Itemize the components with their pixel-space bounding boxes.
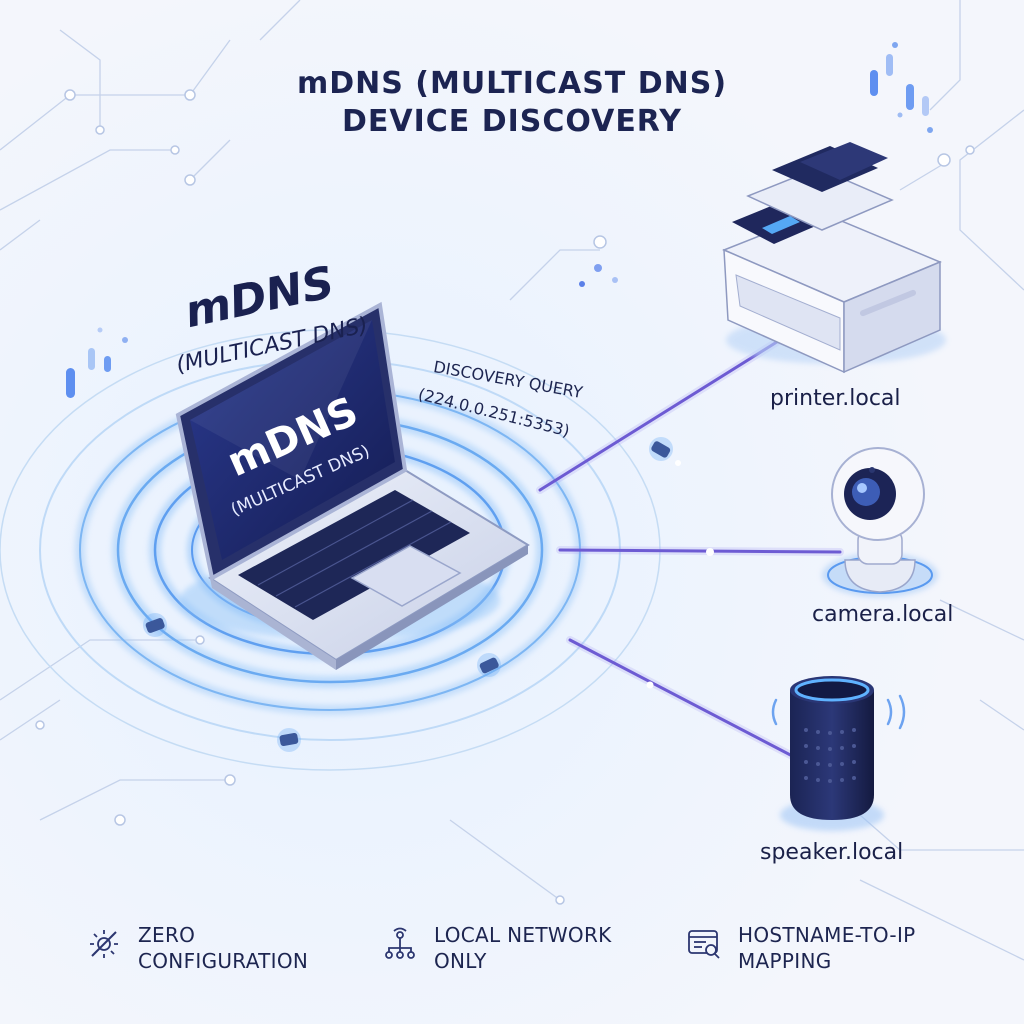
speaker-icon [771,676,906,831]
camera-icon [822,447,938,597]
laptop-illustration [175,301,530,670]
feature-2-line1: LOCAL NETWORK [434,923,612,947]
feature-zero-config: ZERO CONFIGURATION [86,922,308,974]
device-label-camera: camera.local [812,602,954,627]
link-camera [558,548,842,554]
gear-off-icon [90,930,118,958]
feature-3-line2: MAPPING [738,949,832,973]
link-sparks [646,460,714,689]
device-label-speaker: speaker.local [760,840,904,865]
laptop-screen [190,320,395,560]
feature-1-line1: ZERO [138,923,196,947]
device-label-printer: printer.local [770,386,901,411]
link-speaker [568,638,802,762]
browser-search-icon [688,930,720,959]
network-tree-icon [385,927,415,959]
printer-icon [722,142,946,374]
feature-2-line2: ONLY [434,949,487,973]
decor-dots-mid [579,264,618,287]
feature-local-network: LOCAL NETWORK ONLY [382,922,612,974]
page-title-line2: DEVICE DISCOVERY [341,104,682,139]
decor-bars-left [66,327,128,398]
feature-1-line2: CONFIGURATION [138,949,309,973]
feature-3-line1: HOSTNAME-TO-IP [738,923,916,947]
decor-bars-right [870,42,933,133]
touchpad [350,545,462,607]
page-title-line1: mDNS (MULTICAST DNS) [296,66,728,101]
circuit-nodes [35,89,975,905]
link-printer [538,338,782,492]
device-links [536,336,844,764]
packet-markers [143,437,673,752]
feature-hostname-mapping: HOSTNAME-TO-IP MAPPING [686,922,916,974]
